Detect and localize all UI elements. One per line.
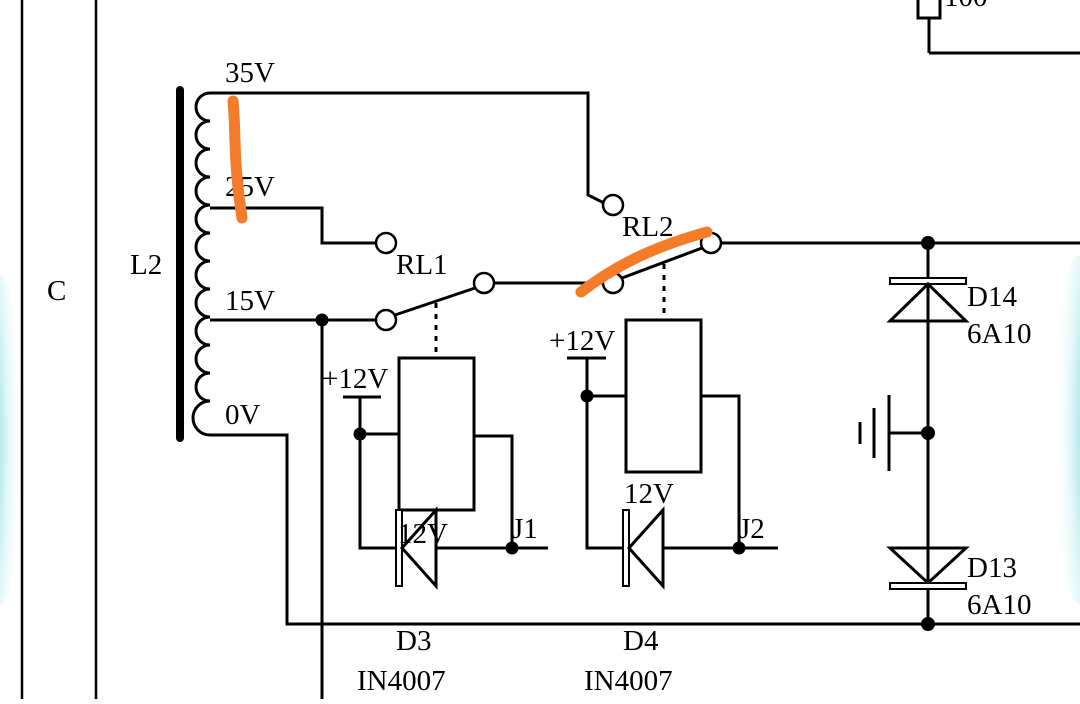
d14-part: 6A10 xyxy=(967,318,1031,350)
rl1-switch-arm xyxy=(394,286,476,317)
j1-junction xyxy=(505,541,519,555)
relay-rl2-contacts: RL2 xyxy=(601,193,723,320)
rl1-coil xyxy=(397,356,476,512)
annotation-stroke-taps xyxy=(227,95,248,224)
rl2-coil-voltage: 12V xyxy=(624,478,674,510)
annotation-stroke-rl2 xyxy=(575,226,713,298)
resistor-100: 100 xyxy=(916,0,1080,55)
rl1-coil-voltage: 12V xyxy=(398,518,448,550)
diode-d4 xyxy=(622,506,665,590)
diode-d13 xyxy=(886,546,970,590)
wire-25v xyxy=(210,206,376,245)
wire-0v xyxy=(210,433,1080,626)
rl1-label: RL1 xyxy=(396,249,448,281)
left-edge-glow xyxy=(0,275,22,605)
d4-part: IN4007 xyxy=(584,665,673,697)
rl2-coil xyxy=(624,318,703,474)
transformer-winding xyxy=(191,91,211,437)
diode-d3 xyxy=(395,506,438,590)
section-label: C xyxy=(47,275,66,307)
d13-part: 6A10 xyxy=(967,589,1031,621)
wire-35v xyxy=(210,91,605,205)
d14-name: D14 xyxy=(967,281,1017,313)
tap-0v-label: 0V xyxy=(225,399,261,431)
rl2-nc-contact xyxy=(601,193,625,217)
rl2-supply-label: +12V xyxy=(549,325,615,357)
rl1-no-contact xyxy=(374,308,398,332)
j2-label: J2 xyxy=(739,513,765,545)
output-section: D14 6A10 D13 6A10 xyxy=(858,236,1031,631)
junction-15v xyxy=(315,313,329,327)
output-top-junction xyxy=(921,236,935,250)
d3-part: IN4007 xyxy=(357,665,446,697)
output-bottom-junction xyxy=(921,617,935,631)
relay-rl1-coil-circuit: +12V J1 12V D3 IN4007 xyxy=(322,356,548,697)
annotation-marks xyxy=(227,95,713,298)
rl1-common-contact xyxy=(472,271,496,295)
ground-symbol xyxy=(858,395,928,471)
right-edge-glow xyxy=(1054,255,1080,605)
rl1-nc-contact xyxy=(374,231,398,255)
rl2-label: RL2 xyxy=(622,211,674,243)
relay-rl1-contacts: RL1 xyxy=(374,231,496,358)
d13-name: D13 xyxy=(967,552,1017,584)
transformer-label: L2 xyxy=(130,249,162,281)
transformer-l2: L2 35V 25V 15V 0V xyxy=(130,57,275,442)
diode-d14 xyxy=(886,277,970,323)
tap-35v-label: 35V xyxy=(225,57,275,89)
d4-name: D4 xyxy=(623,625,659,657)
relay-rl2-coil-circuit: +12V J2 12V D4 IN4007 xyxy=(549,318,778,697)
svg-text:100: 100 xyxy=(944,0,988,13)
j2-junction xyxy=(732,541,746,555)
rl1-supply-label: +12V xyxy=(322,363,388,395)
tap-15v-label: 15V xyxy=(225,285,275,317)
d3-name: D3 xyxy=(396,625,431,657)
rl2-switch-arm xyxy=(621,246,703,280)
j1-label: J1 xyxy=(512,513,538,545)
